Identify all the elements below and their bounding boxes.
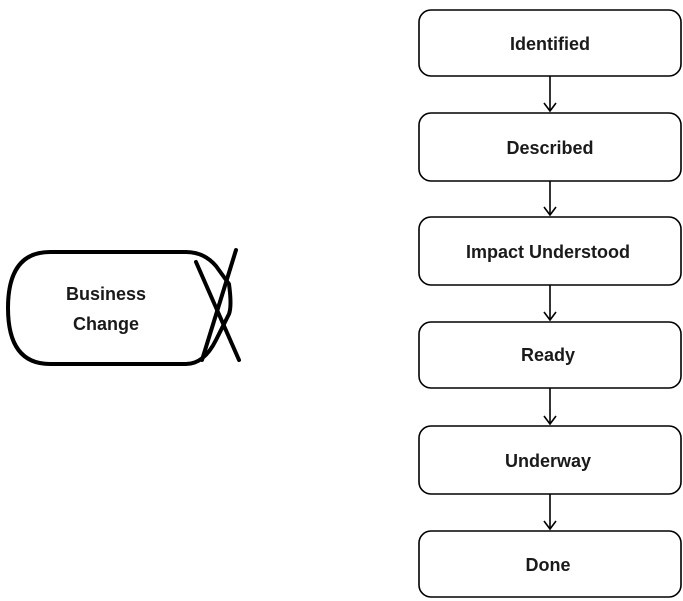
state-box (418, 530, 682, 598)
entity-body-shape (6, 250, 233, 366)
entity-tail-stroke-1 (200, 248, 238, 362)
arrow-underway-to-done (543, 494, 557, 531)
arrow-impact-understood-to-ready (543, 285, 557, 322)
state-ready: Ready (418, 321, 682, 389)
entity-label-line2: Change (73, 314, 139, 334)
arrow-head (543, 206, 557, 217)
arrow-head (543, 520, 557, 531)
state-impact-understood: Impact Understood (418, 216, 682, 286)
arrow-head (543, 102, 557, 113)
state-label: Impact Understood (466, 242, 630, 262)
business-change-entity: Business Change (6, 248, 241, 366)
state-described: Described (418, 112, 682, 182)
arrow-head (543, 415, 557, 426)
state-underway: Underway (418, 425, 682, 495)
state-done: Done (418, 530, 682, 598)
state-identified: Identified (418, 9, 682, 77)
entity-label-line1: Business (66, 284, 146, 304)
arrow-head (543, 311, 557, 322)
state-label: Identified (510, 34, 590, 54)
entity-tail-stroke-2 (194, 260, 241, 362)
state-label: Done (526, 555, 571, 575)
state-label: Described (506, 138, 593, 158)
state-label: Ready (521, 345, 575, 365)
arrow-ready-to-underway (543, 388, 557, 426)
arrow-identified-to-described (543, 76, 557, 113)
arrow-described-to-impact-understood (543, 181, 557, 217)
state-label: Underway (505, 451, 591, 471)
